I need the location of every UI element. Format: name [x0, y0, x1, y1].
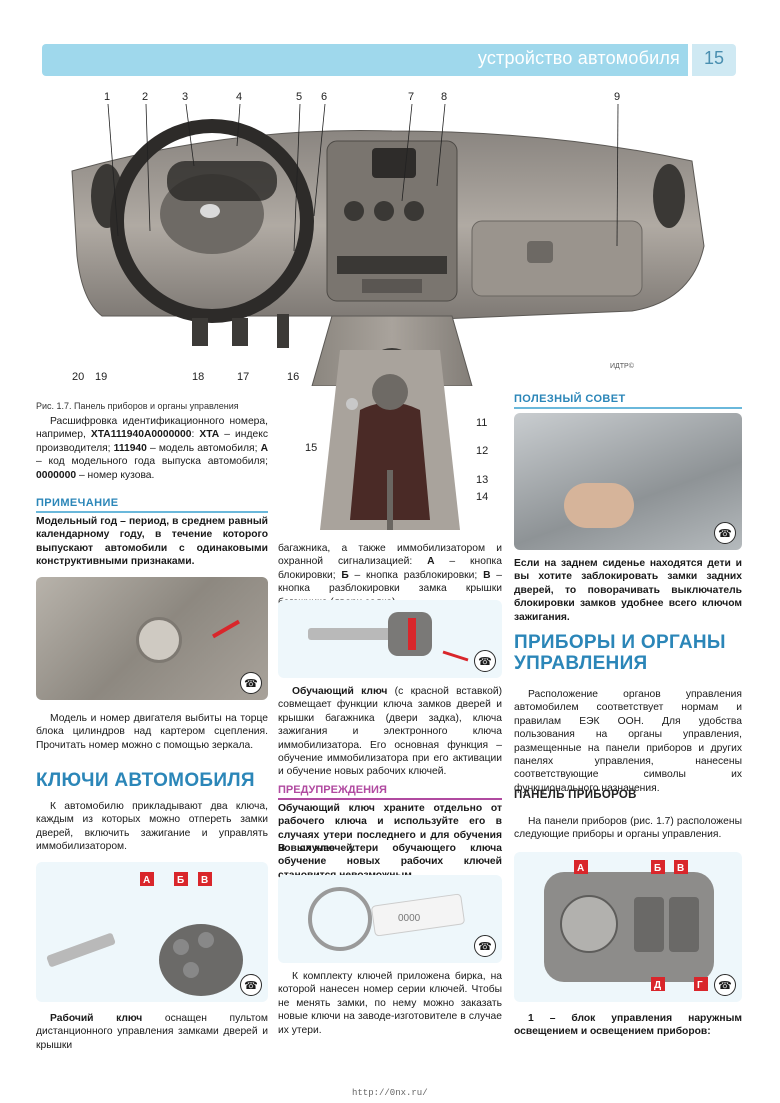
tip-icon: ☎: [714, 974, 736, 996]
switch-label-a: А: [577, 863, 584, 874]
key-buttons-paragraph: багажника, а также иммобилизатором и охр…: [278, 543, 502, 608]
note-text: Модельный год – период, в среднем равный…: [36, 516, 268, 568]
figure-caption: Рис. 1.7. Панель приборов и органы управ…: [36, 401, 239, 411]
callout-1: 1: [104, 91, 110, 103]
door-lock-photo: ☎: [514, 413, 742, 550]
warning-text-1: Обучающий ключ храните отдельно от рабоч…: [278, 803, 502, 855]
controls-heading: ПРИБОРЫ И ОРГАНЫ УПРАВЛЕНИЯ: [514, 632, 726, 674]
keys-paragraph: К автомобилю прикладывают два ключа, каж…: [36, 801, 268, 853]
callout-8: 8: [441, 91, 447, 103]
callout-11: 11: [476, 417, 487, 429]
tip-icon: ☎: [240, 672, 262, 694]
hand: [564, 483, 634, 528]
callout-16: 16: [287, 371, 299, 383]
callout-7: 7: [408, 91, 414, 103]
warning-rule: [278, 798, 502, 800]
switch-label-b: Б: [654, 863, 661, 874]
tip-icon: ☎: [240, 974, 262, 996]
warning-heading: ПРЕДУПРЕЖДЕНИЯ: [278, 784, 387, 796]
callout-5: 5: [296, 91, 302, 103]
remote-label-b: Б: [177, 875, 184, 886]
switch-label-g: Г: [697, 980, 703, 991]
callout-13: 13: [476, 474, 488, 486]
callout-3: 3: [182, 91, 188, 103]
tip-text: Если на заднем сиденье находятся дети и …: [514, 558, 742, 623]
remote-key-drawing: А Б В: [46, 872, 243, 996]
callout-14: 14: [476, 491, 488, 503]
engine-part: [136, 617, 182, 663]
callout-12: 12: [476, 445, 488, 457]
callout-6: 6: [321, 91, 327, 103]
callout-9: 9: [614, 91, 620, 103]
switch-label-v: В: [677, 863, 684, 874]
key-tag-paragraph: К комплекту ключей приложена бирка, на к…: [278, 971, 502, 1036]
switch-label-d: Д: [654, 980, 661, 991]
remote-key-photo: А Б В ☎: [36, 862, 268, 1002]
vin-paragraph: Расшифровка идентификационного номера, н…: [36, 416, 268, 481]
work-key-paragraph: Рабочий ключ оснащен пультом дистанционн…: [36, 1013, 268, 1051]
page-number: 15: [703, 48, 725, 68]
learning-key-drawing: [308, 612, 469, 662]
engine-paragraph: Модель и номер двигателя выбиты на торце…: [36, 713, 268, 751]
callout-18: 18: [192, 371, 204, 383]
note-rule: [36, 511, 268, 513]
remote-label-v: В: [201, 875, 208, 886]
callout-4: 4: [236, 91, 242, 103]
key-tag-photo: 0000 ☎: [278, 875, 502, 963]
tip-rule: [514, 407, 742, 409]
figure-credit: ИДТР©: [610, 362, 635, 370]
learning-key-paragraph: Обучающий ключ (с красной вставкой) совм…: [278, 686, 502, 778]
callout-2: 2: [142, 91, 148, 103]
tip-icon: ☎: [714, 522, 736, 544]
page-number-box: [692, 44, 736, 76]
callout-20: 20: [72, 371, 84, 383]
callout-17: 17: [237, 371, 249, 383]
note-heading: ПРИМЕЧАНИЕ: [36, 497, 119, 509]
remote-label-a: А: [143, 875, 150, 886]
light-switch-photo: А Б В Д Г ☎: [514, 852, 742, 1002]
dashboard-illustration: 1 2 3 4 5 6 7 8 9 10 18 17 16 19 20 ИДТР…: [71, 91, 705, 386]
red-arrow: [212, 619, 240, 639]
key-tag-drawing: 0000: [308, 887, 465, 951]
section-title: устройство автомобиля: [477, 48, 680, 68]
footer-url[interactable]: http://0nx.ru/: [352, 1088, 428, 1098]
engine-photo: ☎: [36, 577, 268, 700]
panel-heading: ПАНЕЛЬ ПРИБОРОВ: [514, 789, 637, 801]
controls-paragraph: Расположение органов управления автомоби…: [514, 689, 742, 794]
header-band: [42, 44, 688, 76]
tip-icon: ☎: [474, 650, 496, 672]
gearshift-illustration: 11 12 13 14 15: [305, 350, 488, 530]
tip-icon: ☎: [474, 935, 496, 957]
key-tag-number: 0000: [398, 913, 421, 924]
learning-key-photo: ☎: [278, 600, 502, 678]
callout-19: 19: [95, 371, 107, 383]
callout-15: 15: [305, 442, 317, 454]
tip-heading: ПОЛЕЗНЫЙ СОВЕТ: [514, 393, 626, 405]
panel-paragraph: На панели приборов (рис. 1.7) расположен…: [514, 816, 742, 841]
keys-heading: КЛЮЧИ АВТОМОБИЛЯ: [36, 770, 255, 791]
light-switch-drawing: А Б В Д Г: [544, 860, 714, 991]
item-1-text: 1 – блок управления наружным освещением …: [514, 1013, 742, 1038]
